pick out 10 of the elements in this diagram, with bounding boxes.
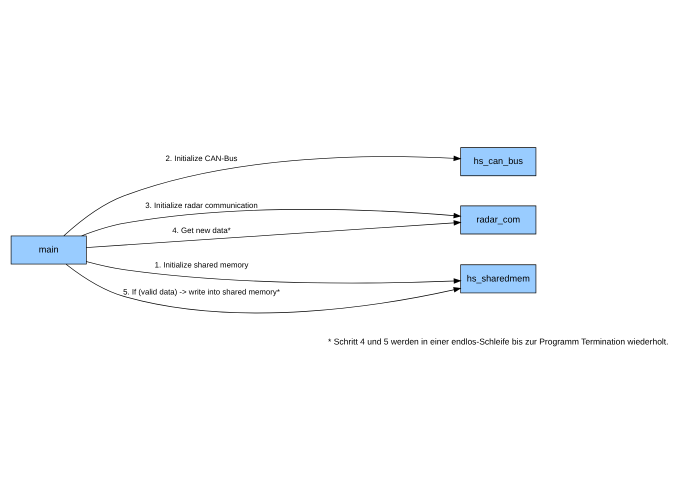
node-box: radar_com: [460, 205, 536, 234]
node-box: main: [10, 235, 87, 264]
arrow: [86, 220, 462, 248]
arrow: [63, 155, 462, 236]
arrow: [81, 208, 462, 236]
arrow: [66, 264, 462, 313]
arrow: [86, 260, 462, 284]
node-box: hs_sharedmem: [460, 264, 536, 293]
node-box: hs_can_bus: [460, 146, 536, 176]
label: * Schritt 4 und 5 werden in einer endlos-Schleife bis zur Programm Termination wiederholt.: [328, 336, 669, 346]
